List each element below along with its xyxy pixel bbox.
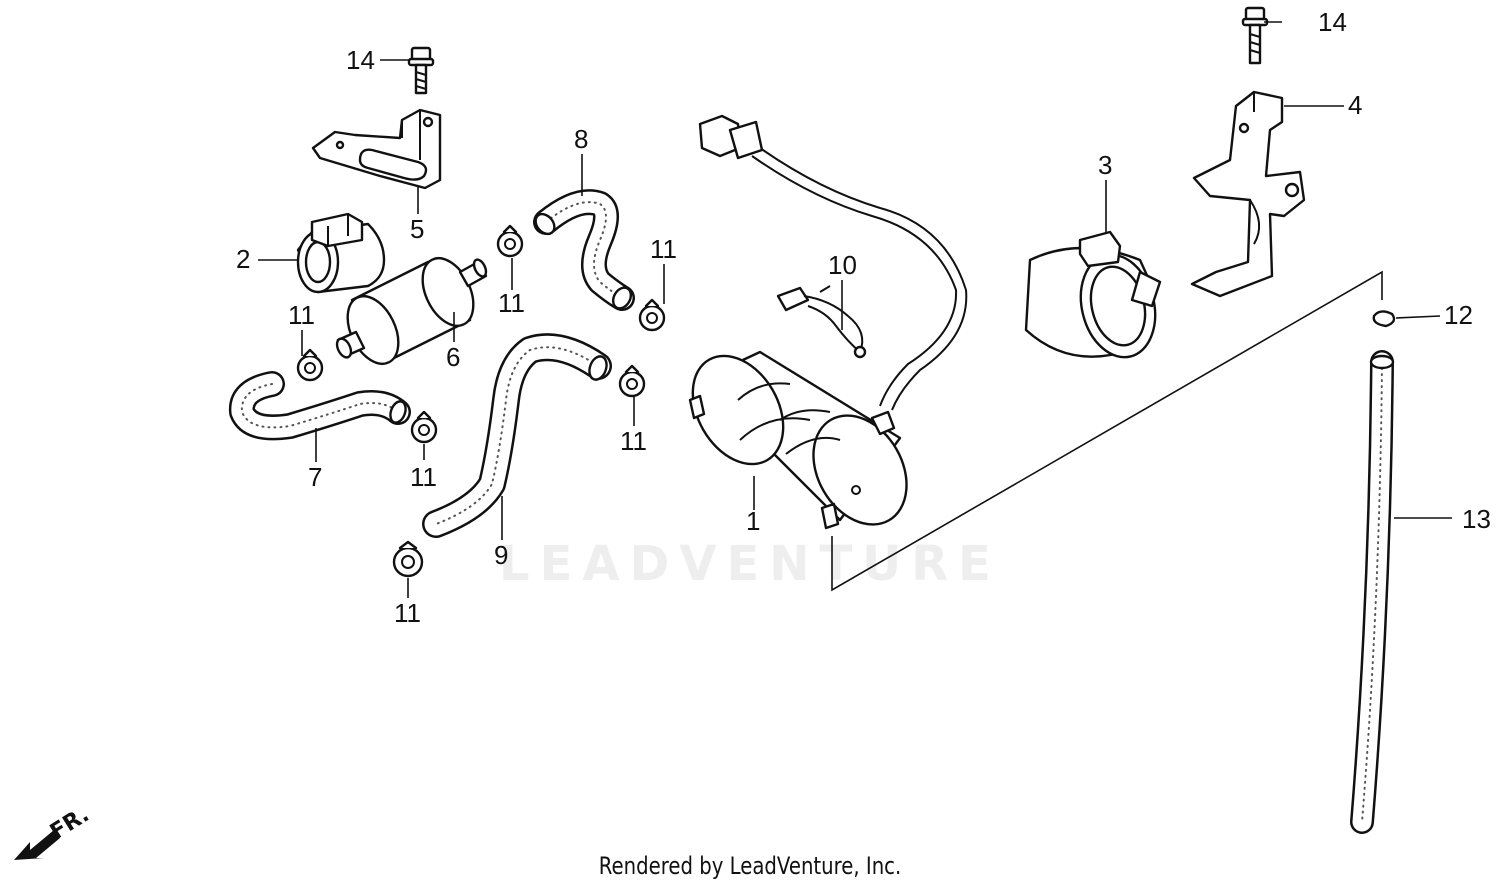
bracket-4	[1190, 90, 1306, 298]
callout-9: 9	[494, 540, 508, 570]
hose-clip-icon	[638, 298, 666, 332]
clip-12	[1372, 310, 1396, 328]
leader-lines	[258, 21, 1452, 598]
callout-8: 8	[574, 124, 588, 154]
bolt-right	[1241, 6, 1269, 65]
rubber-band-3	[1024, 230, 1162, 359]
callout-10: 10	[828, 250, 857, 280]
render-credit: Rendered by LeadVenture, Inc.	[598, 852, 902, 880]
fuel-filter-6	[335, 257, 488, 365]
callout-11: 11	[410, 462, 437, 492]
hose-9	[422, 333, 612, 538]
front-direction-arrow-icon	[14, 830, 60, 860]
callout-11: 11	[498, 288, 525, 318]
callout-11: 11	[650, 234, 677, 264]
callout-4: 4	[1348, 90, 1362, 120]
bolt-left	[407, 46, 435, 95]
hose-clip-icon	[392, 540, 424, 578]
callout-11: 11	[394, 598, 421, 628]
fuel-pump-1	[688, 114, 968, 530]
bracket-5	[311, 108, 442, 190]
hose-8	[533, 189, 635, 311]
callout-6: 6	[446, 342, 460, 372]
hose-clip-icon	[496, 224, 524, 258]
callout-14: 14	[1318, 7, 1347, 37]
watermark-text: LEADVENTURE	[499, 536, 1001, 592]
callout-13: 13	[1462, 504, 1491, 534]
hose-7	[228, 371, 411, 441]
hose-clip-icon	[618, 364, 646, 398]
callout-2: 2	[236, 244, 250, 274]
assembly-line	[831, 270, 1383, 592]
callout-11: 11	[620, 426, 647, 456]
callout-7: 7	[308, 462, 322, 492]
callout-1: 1	[746, 506, 760, 536]
callout-11: 11	[288, 300, 315, 330]
callouts: 14 14 4 5 8 3 2 11 11 10 12 11 6 11 7 11…	[236, 7, 1491, 628]
callout-5: 5	[410, 214, 424, 244]
mount-rubber-2	[296, 212, 386, 294]
hose-clip-icon	[410, 410, 438, 444]
hose-clip-icon	[296, 348, 324, 382]
harness-clip-10	[776, 285, 867, 359]
tube-13	[1350, 350, 1395, 834]
callout-14: 14	[346, 45, 375, 75]
callout-12: 12	[1444, 300, 1473, 330]
callout-3: 3	[1098, 150, 1112, 180]
